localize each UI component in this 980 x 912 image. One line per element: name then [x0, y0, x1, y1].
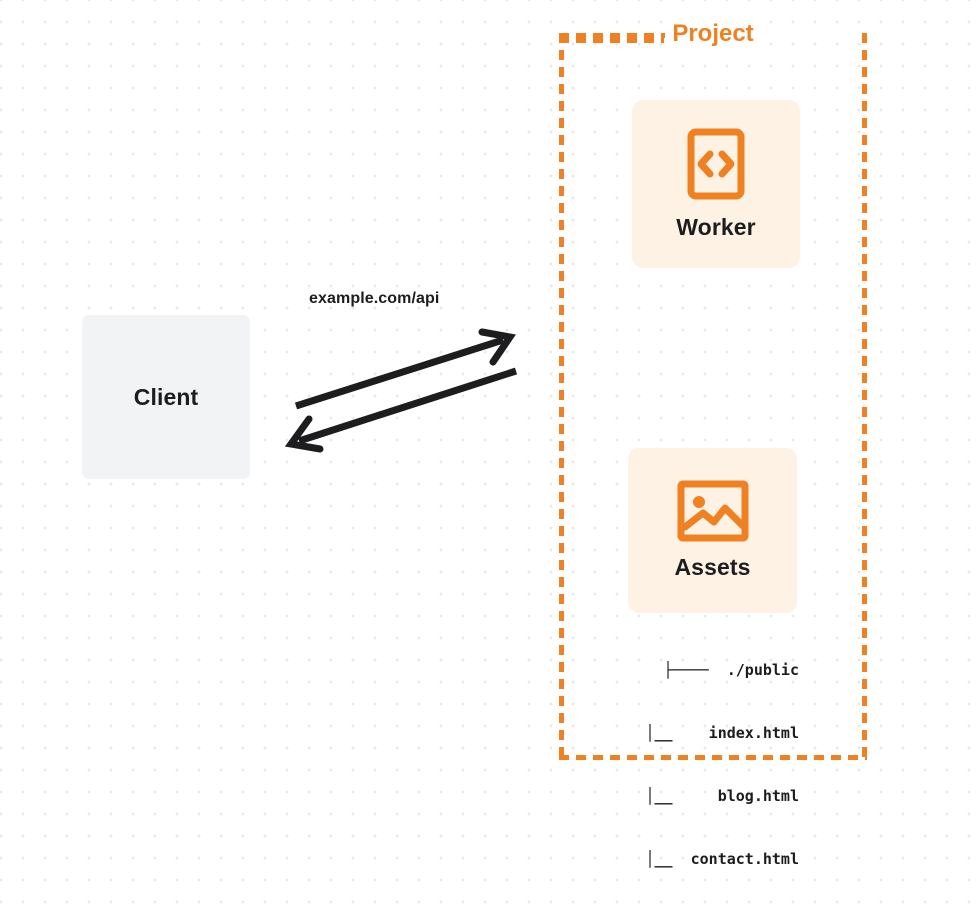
- project-border-top-left: [559, 33, 665, 38]
- image-icon: [677, 480, 749, 542]
- response-arrow: [284, 367, 518, 453]
- client-node[interactable]: Client: [82, 315, 250, 479]
- project-border-right: [862, 33, 867, 760]
- request-arrow: [294, 328, 516, 410]
- file-tree-row: │__ index.html: [627, 724, 799, 742]
- assets-node[interactable]: Assets: [628, 448, 797, 613]
- project-title: Project: [669, 19, 757, 49]
- project-border-left: [559, 33, 564, 760]
- project-border-top-right: [559, 38, 664, 43]
- client-label: Client: [133, 383, 199, 410]
- diagram-canvas: Client example.com/api Project: [82, 19, 867, 868]
- code-brackets-icon: [687, 128, 745, 200]
- worker-node[interactable]: Worker: [632, 100, 800, 268]
- request-url-label: example.com/api: [309, 290, 440, 307]
- worker-label: Worker: [676, 213, 756, 240]
- project-border-bottom: [559, 755, 867, 760]
- assets-label: Assets: [674, 554, 751, 580]
- assets-file-tree: ├──── ./public │__ index.html │__ blog.h…: [607, 618, 799, 912]
- file-tree-row: │__ blog.html: [627, 787, 799, 805]
- file-tree-row: ├──── ./public: [663, 661, 799, 679]
- file-tree-row: │__ contact.html: [627, 850, 799, 868]
- project-group: Project Worker Assets: [559, 19, 867, 868]
